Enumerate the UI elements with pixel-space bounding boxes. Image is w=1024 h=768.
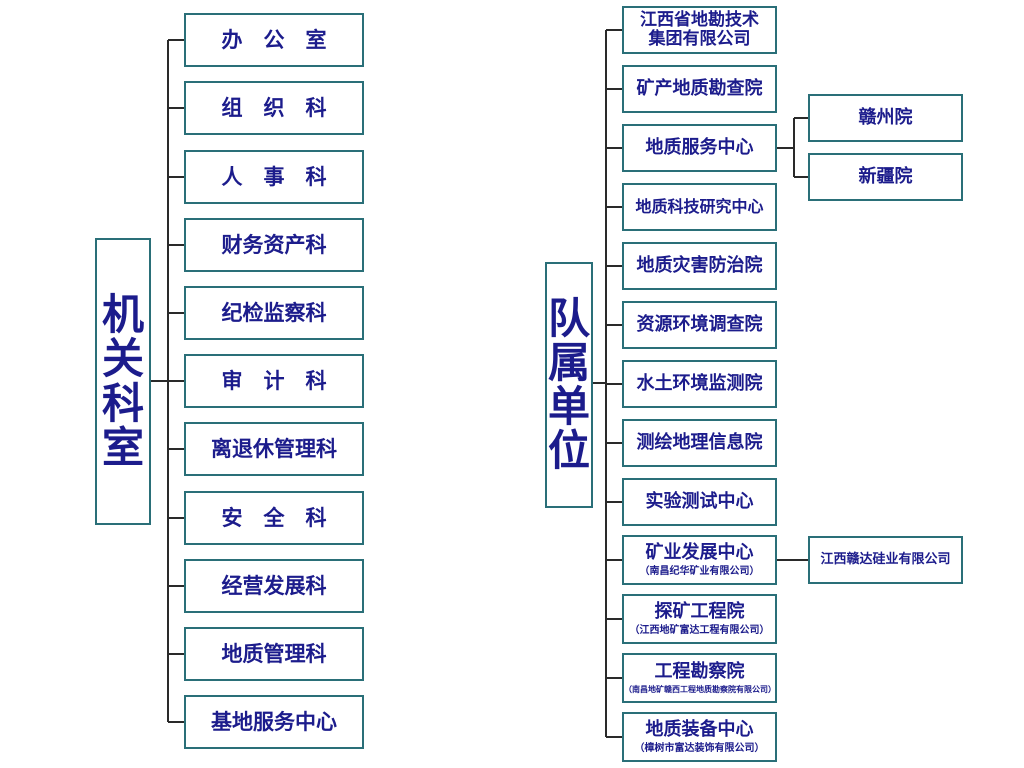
unit-box: 矿产地质勘查院 [622,65,777,113]
unit-box: 地质灾害防治院 [622,242,777,290]
unit-label: 江西省地勘技术 集团有限公司 [640,10,759,49]
dept-box: 审 计 科 [184,354,364,408]
dept-label: 基地服务中心 [211,709,337,735]
right-group-title: 队 属 单 位 [545,262,593,508]
unit-label: 地质科技研究中心 [635,197,764,217]
unit-box: 矿业发展中心 （南昌纪华矿业有限公司） [622,535,777,585]
dept-label: 审 计 科 [221,368,327,394]
unit-label: 测绘地理信息院 [636,432,763,454]
subunit-label: 赣州院 [858,107,913,129]
unit-box: 地质科技研究中心 [622,183,777,231]
unit-box: 水土环境监测院 [622,360,777,408]
subunit-label: 新疆院 [858,166,913,188]
unit-label: 地质灾害防治院 [636,255,763,277]
dept-label: 地质管理科 [221,641,327,667]
dept-box: 人 事 科 [184,150,364,204]
dept-label: 纪检监察科 [221,300,327,326]
dept-label: 财务资产科 [221,232,327,258]
dept-label: 组 织 科 [221,95,327,121]
unit-label: 矿产地质勘查院 [636,78,763,100]
dept-box: 财务资产科 [184,218,364,272]
dept-box: 离退休管理科 [184,422,364,476]
unit-box: 探矿工程院 （江西地矿富达工程有限公司） [622,594,777,644]
unit-label: 水土环境监测院 [636,373,763,395]
subunit-box: 新疆院 [808,153,963,201]
dept-box: 经营发展科 [184,559,364,613]
dept-label: 人 事 科 [221,164,327,190]
unit-label: 资源环境调查院 [636,314,763,336]
unit-box: 地质装备中心 （樟树市富达装饰有限公司） [622,712,777,762]
dept-box: 办 公 室 [184,13,364,67]
subunit-box: 江西赣达硅业有限公司 [808,536,963,584]
dept-box: 纪检监察科 [184,286,364,340]
unit-label: 矿业发展中心 [645,542,754,564]
unit-label: 地质装备中心 [645,719,754,741]
dept-box: 安 全 科 [184,491,364,545]
unit-label: 工程勘察院 [654,661,745,683]
subunit-label: 江西赣达硅业有限公司 [820,551,951,567]
dept-label: 经营发展科 [221,573,327,599]
unit-box: 江西省地勘技术 集团有限公司 [622,6,777,54]
unit-label: 探矿工程院 [654,601,745,623]
unit-label: 地质服务中心 [645,137,754,159]
unit-sublabel: （南昌纪华矿业有限公司） [639,565,760,577]
left-group-title: 机 关 科 室 [95,238,151,525]
unit-box: 测绘地理信息院 [622,419,777,467]
unit-box: 实验测试中心 [622,478,777,526]
dept-box: 地质管理科 [184,627,364,681]
dept-label: 安 全 科 [221,505,327,531]
unit-box: 地质服务中心 [622,124,777,172]
dept-box: 基地服务中心 [184,695,364,749]
unit-box: 资源环境调查院 [622,301,777,349]
unit-sublabel: （江西地矿富达工程有限公司） [629,624,770,636]
dept-label: 办 公 室 [221,27,327,53]
unit-box: 工程勘察院 （南昌地矿赣西工程地质勘察院有限公司） [622,653,777,703]
unit-sublabel: （樟树市富达装饰有限公司） [634,742,765,754]
dept-label: 离退休管理科 [211,436,337,462]
dept-box: 组 织 科 [184,81,364,135]
subunit-box: 赣州院 [808,94,963,142]
unit-sublabel: （南昌地矿赣西工程地质勘察院有限公司） [624,684,776,694]
unit-label: 实验测试中心 [645,491,754,513]
